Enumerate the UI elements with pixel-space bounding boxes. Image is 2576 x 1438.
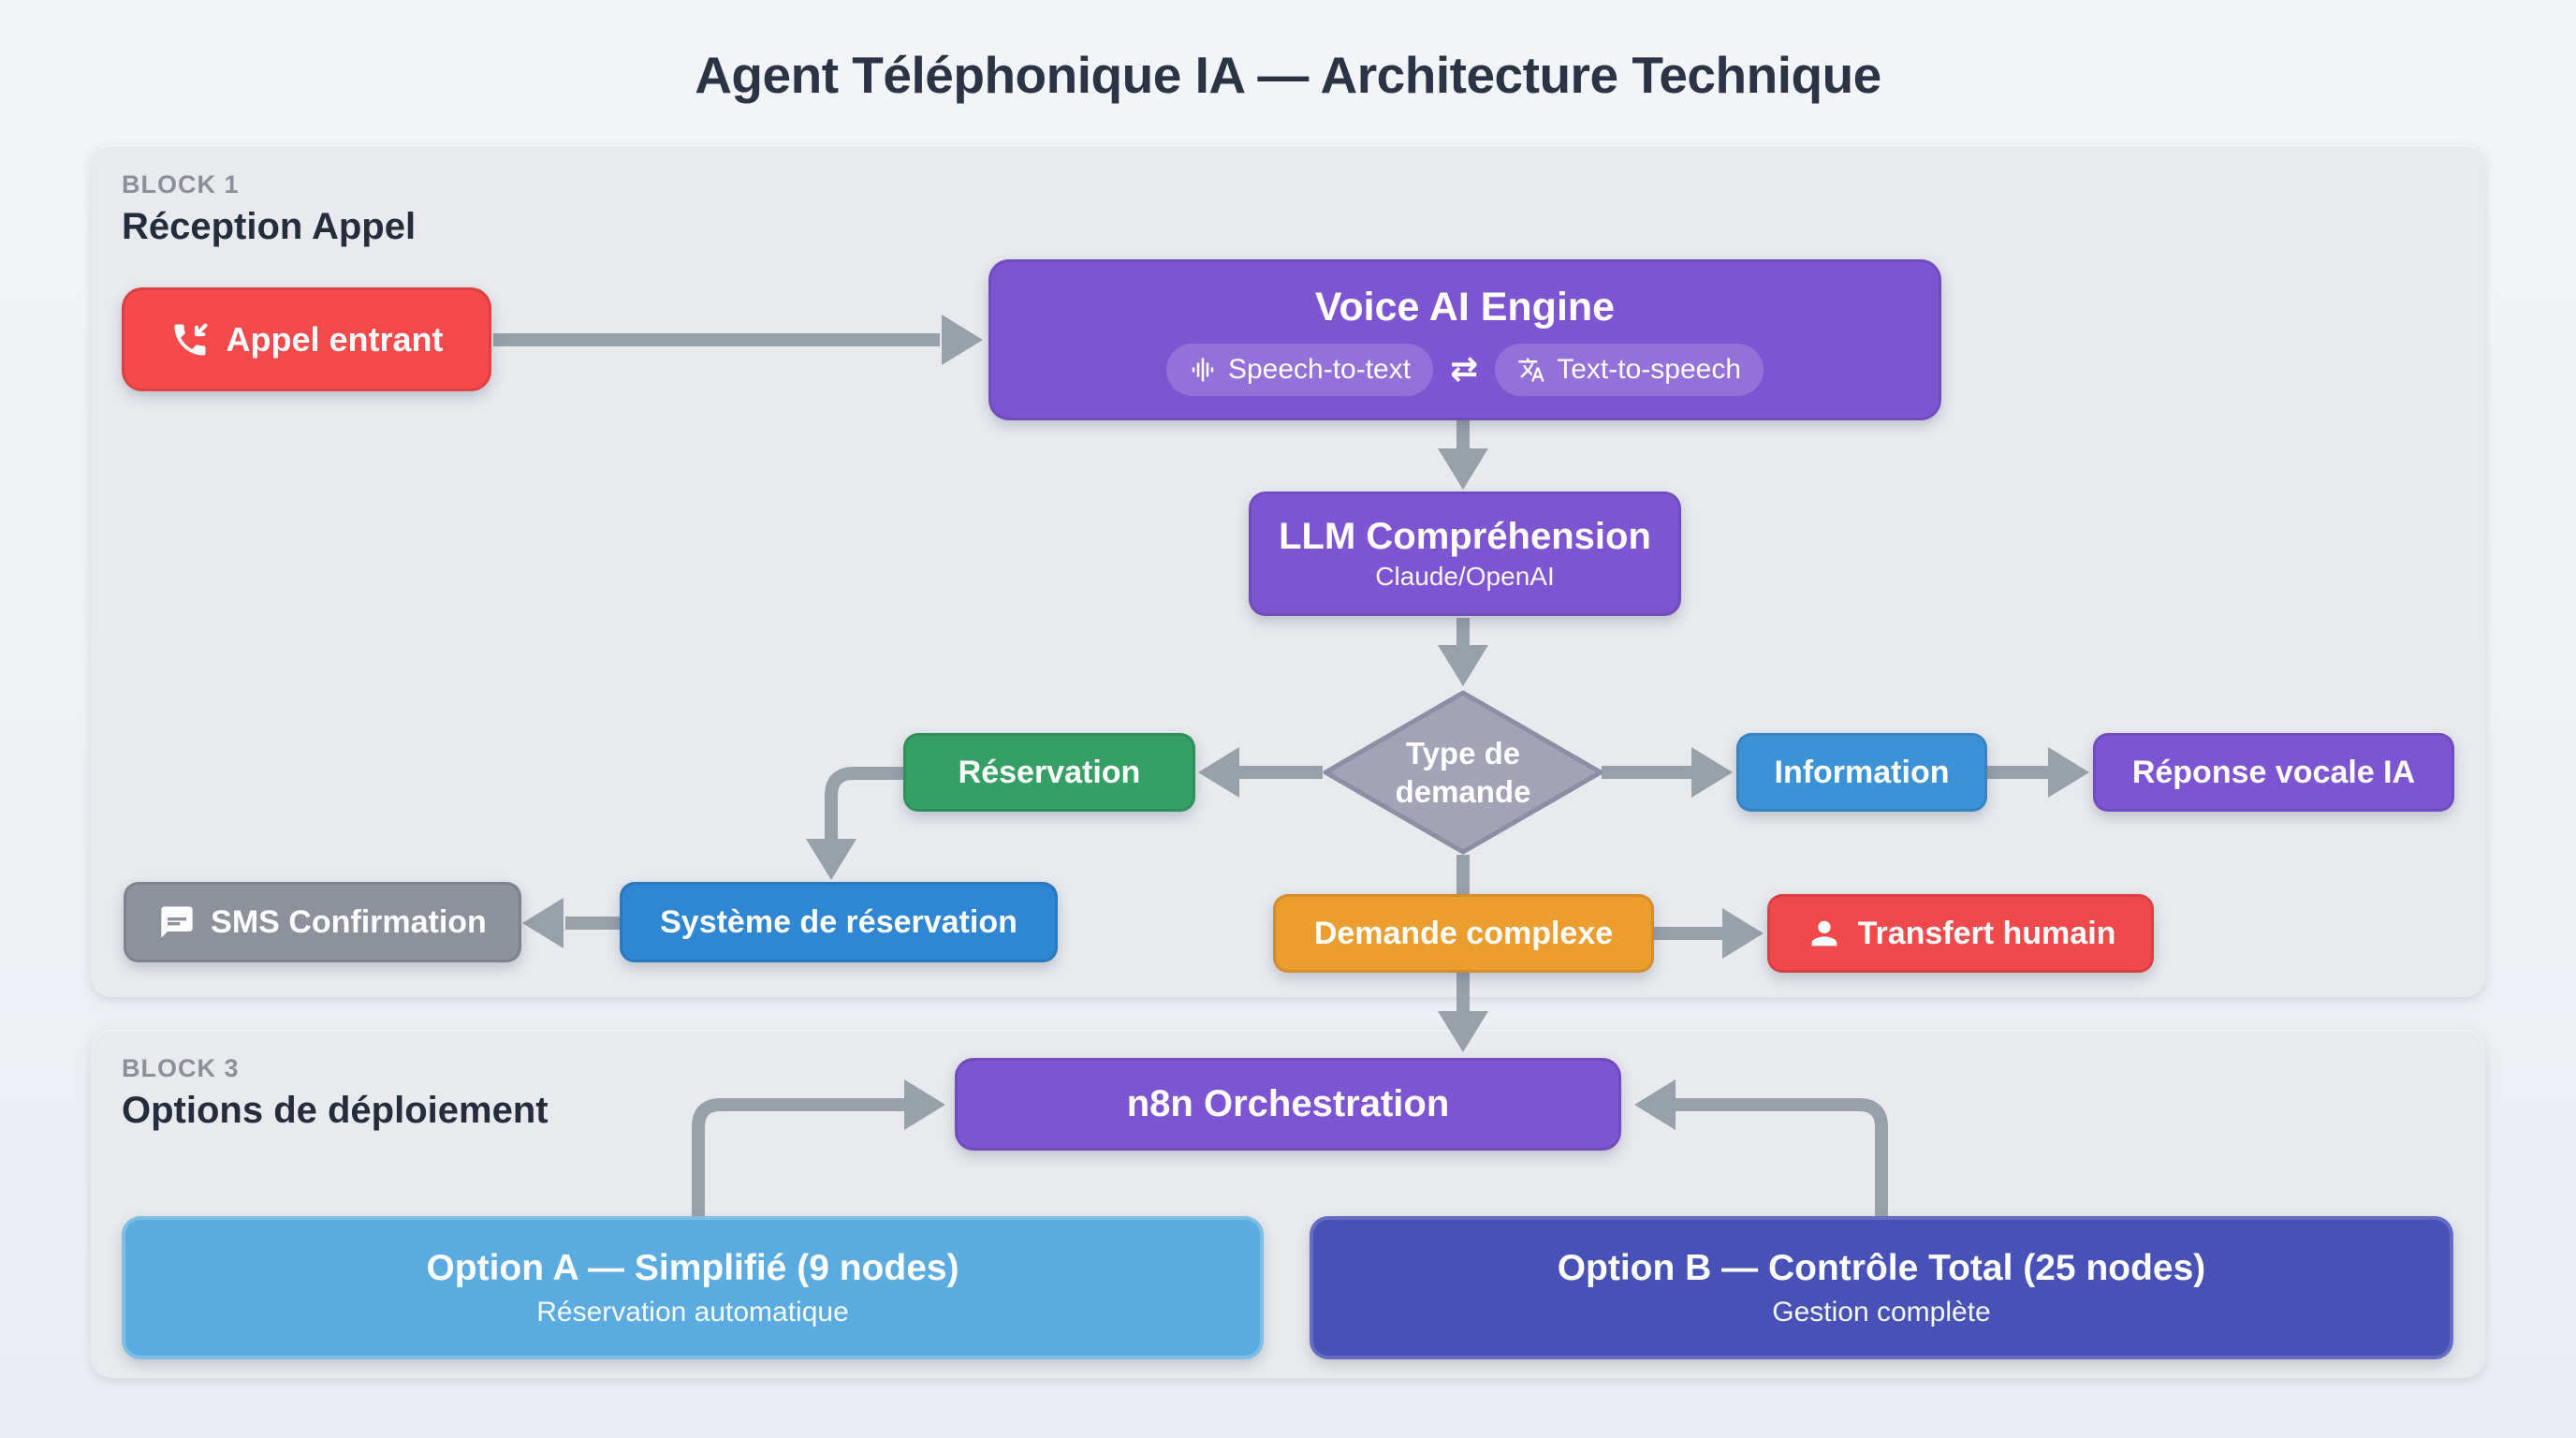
- node-information: Information: [1736, 733, 1987, 812]
- option-a-subtitle: Réservation automatique: [536, 1296, 849, 1328]
- waveform-icon: [1189, 356, 1217, 384]
- badge-speech-to-text: Speech-to-text: [1165, 343, 1434, 396]
- person-icon: [1806, 915, 1843, 952]
- swap-arrows-icon: ⇄: [1450, 350, 1479, 389]
- page-title: Agent Téléphonique IA — Architecture Tec…: [695, 46, 1881, 104]
- phone-incoming-icon: [169, 319, 211, 360]
- node-voice-ai-engine: Voice AI Engine Speech-to-text ⇄ Text-to…: [988, 259, 1941, 420]
- node-decision-type-de-demande: Type de demande: [1323, 690, 1603, 855]
- node-reservation: Réservation: [903, 733, 1195, 812]
- node-systeme-de-reservation: Système de réservation: [620, 882, 1058, 962]
- node-sms-confirmation: SMS Confirmation: [124, 882, 521, 962]
- node-demande-complexe: Demande complexe: [1273, 894, 1654, 973]
- node-n8n-orchestration: n8n Orchestration: [955, 1058, 1621, 1151]
- node-title: Voice AI Engine: [1314, 284, 1616, 330]
- block3-title: Options de déploiement: [122, 1090, 549, 1131]
- node-option-a: Option A — Simplifié (9 nodes) Réservati…: [122, 1216, 1264, 1359]
- badge-label: Speech-to-text: [1227, 353, 1412, 385]
- option-b-subtitle: Gestion complète: [1772, 1296, 1991, 1328]
- block3-label: BLOCK 3: [122, 1054, 240, 1082]
- badge-text-to-speech: Text-to-speech: [1495, 343, 1764, 396]
- node-subtitle: Claude/OpenAI: [1375, 562, 1555, 591]
- node-appel-entrant: Appel entrant: [122, 287, 491, 391]
- node-llm-comprehension: LLM Compréhension Claude/OpenAI: [1249, 492, 1681, 616]
- block1-label: BLOCK 1: [122, 170, 240, 198]
- node-transfert-humain: Transfert humain: [1767, 894, 2154, 973]
- badge-label: Text-to-speech: [1557, 353, 1742, 385]
- decision-diamond-shape: [1323, 690, 1603, 855]
- block1-title: Réception Appel: [122, 206, 417, 247]
- node-reponse-vocale-ia: Réponse vocale IA: [2093, 733, 2454, 812]
- node-title: LLM Compréhension: [1279, 516, 1651, 557]
- chat-icon: [158, 903, 196, 941]
- node-label: Appel entrant: [226, 319, 444, 359]
- translate-icon: [1517, 356, 1545, 384]
- voice-badges: Speech-to-text ⇄ Text-to-speech: [1165, 343, 1764, 396]
- option-a-title: Option A — Simplifié (9 nodes): [426, 1247, 959, 1288]
- decision-label: Type de demande: [1395, 735, 1531, 809]
- option-b-title: Option B — Contrôle Total (25 nodes): [1557, 1247, 2206, 1288]
- node-option-b: Option B — Contrôle Total (25 nodes) Ges…: [1310, 1216, 2453, 1359]
